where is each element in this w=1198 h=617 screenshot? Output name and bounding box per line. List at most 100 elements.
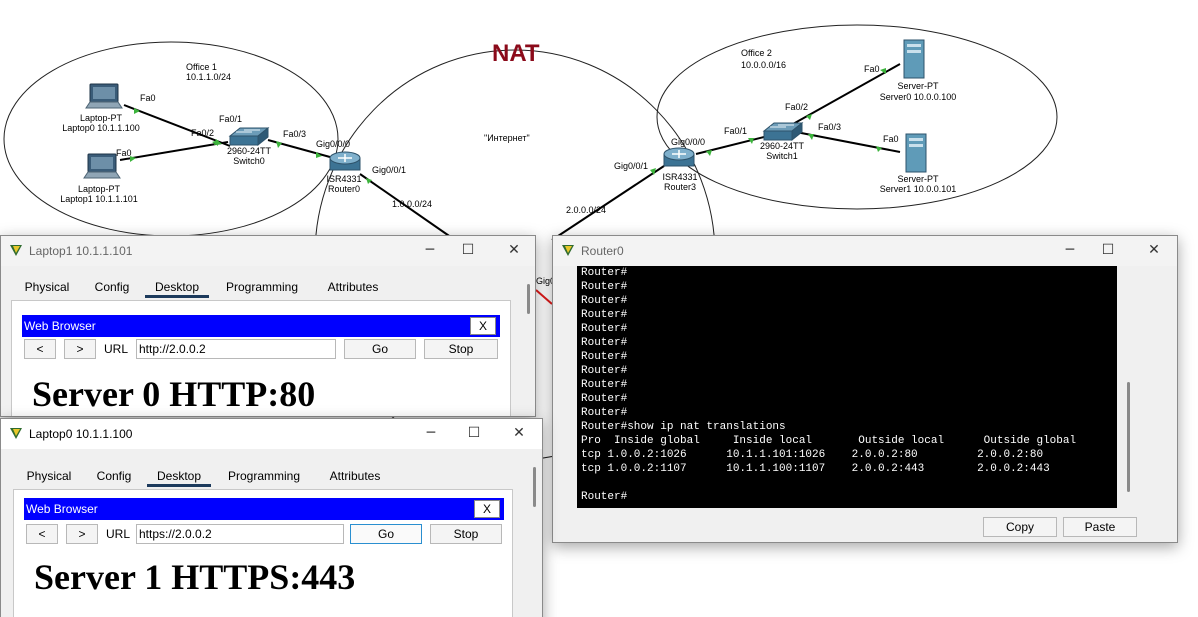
link-hidden-red [535,289,553,305]
net-left-label: 1.0.0.0/24 [392,199,433,209]
link-up-icon [276,141,282,148]
office1-subnet: 10.1.1.0/24 [186,72,232,82]
link-up-icon [366,178,372,184]
switch1-port3: Fa0/3 [818,122,842,132]
link-up-icon [808,134,814,140]
go-button[interactable]: Go [350,524,422,544]
cli-terminal[interactable]: Router# Router# Router# Router# Router# … [577,266,1117,508]
diagram-title: NAT [492,40,540,67]
laptop1-model: Laptop-PT [77,184,121,194]
router0-gig000: Gig0/0/0 [316,139,351,149]
minimize-icon[interactable]: ─ [425,242,435,258]
back-button[interactable]: < [24,339,56,359]
copy-button[interactable]: Copy [983,517,1057,537]
close-icon[interactable]: ✕ [1148,242,1160,258]
go-button[interactable]: Go [344,339,416,359]
tab-programming[interactable]: Programming [225,280,299,294]
scrollbar[interactable] [527,284,530,314]
laptop0-model: Laptop-PT [79,113,123,123]
window-title: Router0 [581,244,624,258]
url-input[interactable]: http://2.0.0.2 [136,339,336,359]
tab-desktop[interactable]: Desktop [145,276,209,298]
scrollbar[interactable] [533,467,536,507]
stop-button[interactable]: Stop [424,339,498,359]
link-internet-router3 [551,165,665,241]
tab-attributes[interactable]: Attributes [329,469,381,483]
terminal-scrollbar[interactable] [1127,382,1130,492]
laptop-icon [83,153,121,179]
maximize-icon[interactable]: ☐ [461,242,475,258]
laptop0-window: Laptop0 10.1.1.100 ─ ☐ ✕ Physical Config… [0,418,543,617]
close-icon[interactable]: ✕ [513,425,525,441]
close-icon[interactable]: ✕ [508,242,520,258]
switch0-port1: Fa0/1 [219,114,243,124]
link-laptop1-switch0 [119,141,229,161]
server1-port: Fa0 [883,134,899,144]
tab-programming[interactable]: Programming [227,469,301,483]
back-button[interactable]: < [26,524,58,544]
switch-icon [762,121,804,142]
web-browser-title: Web Browser [26,502,98,516]
server0-port: Fa0 [864,64,880,74]
maximize-icon[interactable]: ☐ [467,425,481,441]
window-titlebar[interactable]: Laptop0 10.1.1.100 ─ ☐ ✕ [1,419,542,449]
laptop0-port: Fa0 [140,93,156,103]
server1-name: Server1 10.0.0.101 [879,184,957,194]
tab-physical[interactable]: Physical [26,469,72,483]
router0-window: Router0 ─ ☐ ✕ Router# Router# Router# Ro… [552,235,1178,543]
server0-name: Server0 10.0.0.100 [879,92,957,102]
router0-model: ISR4331 [326,174,362,184]
maximize-icon[interactable]: ☐ [1101,242,1115,258]
tab-attributes[interactable]: Attributes [327,280,379,294]
packet-tracer-icon [562,245,574,256]
forward-button[interactable]: > [66,524,98,544]
web-browser-close-button[interactable]: X [474,500,500,518]
window-title: Laptop1 10.1.1.101 [29,244,133,258]
link-laptop0-switch0 [123,104,231,147]
forward-button[interactable]: > [64,339,96,359]
link-switch1-server0 [792,63,901,125]
server1-model: Server-PT [897,174,939,184]
router0-gig00-label: Gig0/0 [536,276,563,286]
tab-physical[interactable]: Physical [24,280,70,294]
laptop-icon [85,83,123,109]
router-icon [663,147,695,167]
window-titlebar[interactable]: Laptop1 10.1.1.101 ─ ☐ ✕ [1,236,535,266]
stop-button[interactable]: Stop [430,524,502,544]
link-up-icon [130,156,136,162]
router0-gig001: Gig0/0/1 [372,165,407,175]
tab-config[interactable]: Config [94,280,130,294]
internet-label: "Интернет" [484,133,530,143]
window-titlebar[interactable]: Router0 ─ ☐ ✕ [553,236,1177,266]
tab-desktop[interactable]: Desktop [147,465,211,487]
router3-gig001: Gig0/0/1 [614,161,649,171]
web-browser-title: Web Browser [24,319,96,333]
window-title: Laptop0 10.1.1.100 [29,427,133,441]
link-up-icon [706,150,712,156]
paste-button[interactable]: Paste [1063,517,1137,537]
router-icon [329,151,361,171]
link-status-indicators [130,68,886,184]
switch-icon [228,126,270,147]
url-label: URL [106,527,131,541]
router0-name: Router0 [327,184,361,194]
tab-config[interactable]: Config [96,469,132,483]
url-input[interactable]: https://2.0.0.2 [136,524,344,544]
link-router0-internet [359,173,456,241]
link-up-icon [134,108,140,114]
router3-gig000: Gig0/0/0 [671,137,706,147]
switch1-port2: Fa0/2 [785,102,809,112]
minimize-icon[interactable]: ─ [1065,242,1075,258]
minimize-icon[interactable]: ─ [426,425,436,441]
switch0-model: 2960-24TT [226,146,272,156]
switch0-port2: Fa0/2 [191,128,215,138]
server0-model: Server-PT [897,81,939,91]
switch1-port1: Fa0/1 [724,126,748,136]
cli-output: Router# Router# Router# Router# Router# … [581,267,1077,503]
server-icon [905,133,927,173]
desktop-pane: Web Browser X < > URL http://2.0.0.2 Go … [11,300,511,416]
packet-tracer-icon [10,428,22,439]
web-browser-close-button[interactable]: X [470,317,496,335]
link-router3-switch1 [695,136,765,155]
